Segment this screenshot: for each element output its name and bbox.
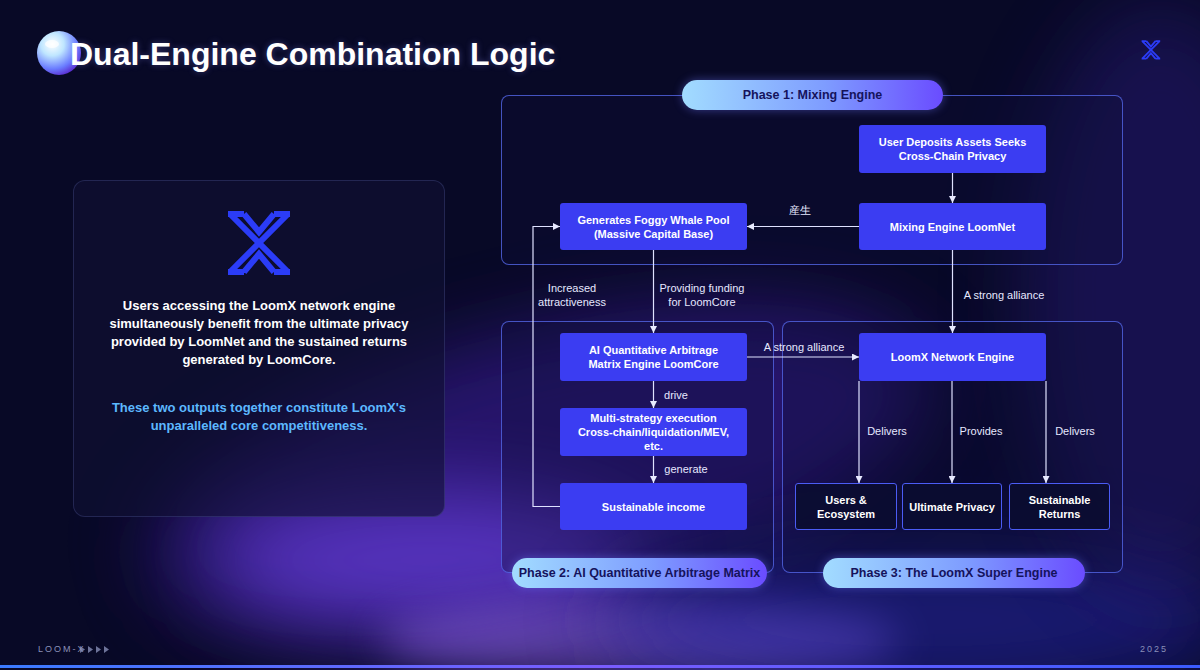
edge-label: A strong alliance <box>954 288 1054 302</box>
connector-arrow <box>858 381 859 483</box>
diagram-title: Dual-Engine Combination Logic <box>70 36 555 73</box>
connector-arrow <box>653 381 654 408</box>
process-box: Multi-strategy execution Cross-chain/liq… <box>560 408 747 456</box>
phase-region: Phase 1: Mixing EngineUser Deposits Asse… <box>501 95 1123 265</box>
process-box: AI Quantitative Arbitrage Matrix Engine … <box>560 333 747 381</box>
process-box: Mixing Engine LoomNet <box>859 203 1046 250</box>
glow <box>380 600 900 670</box>
edge-label: Providing funding for LoomCore <box>652 281 752 309</box>
connector-arrow <box>747 356 859 357</box>
footer-label: 2025 <box>1140 644 1168 654</box>
box-label: Mixing Engine LoomNet <box>890 220 1015 234</box>
connector-arrow <box>653 250 654 333</box>
process-box: Sustainable income <box>560 483 747 530</box>
output-box: Sustainable Returns <box>1009 483 1110 530</box>
sphere-highlight <box>45 40 59 48</box>
box-label: LoomX Network Engine <box>891 350 1014 364</box>
box-label: Multi-strategy execution Cross-chain/liq… <box>572 411 735 453</box>
box-label: Users & Ecosystem <box>802 493 890 521</box>
connector-arrow <box>1045 381 1046 483</box>
process-box: Generates Foggy Whale Pool (Massive Capi… <box>560 203 747 250</box>
phase-heading: Phase 2: AI Quantitative Arbitrage Matri… <box>512 558 767 588</box>
box-label: Ultimate Privacy <box>909 500 995 514</box>
box-label: User Deposits Assets Seeks Cross-Chain P… <box>871 135 1034 163</box>
panel-logo <box>228 214 290 272</box>
footer-label: LOOM-X <box>38 644 86 654</box>
panel-text: These two outputs together constitute Lo… <box>109 399 409 435</box>
connector-arrow <box>952 173 953 203</box>
box-label: Sustainable Returns <box>1016 493 1103 521</box>
process-box: LoomX Network Engine <box>859 333 1046 381</box>
box-label: Sustainable income <box>602 500 705 514</box>
info-panel: Users accessing the LoomX network engine… <box>73 180 445 517</box>
connector-arrow <box>747 226 859 227</box>
process-box: User Deposits Assets Seeks Cross-Chain P… <box>859 125 1046 173</box>
bottom-bar <box>0 665 1200 668</box>
phase-heading: Phase 3: The LoomX Super Engine <box>823 558 1085 588</box>
connector-arrow <box>952 250 953 333</box>
box-label: AI Quantitative Arbitrage Matrix Engine … <box>572 343 735 371</box>
connector-arrow <box>951 381 952 483</box>
connector-arrow <box>533 227 560 507</box>
output-box: Users & Ecosystem <box>795 483 897 530</box>
box-label: Generates Foggy Whale Pool (Massive Capi… <box>572 213 735 241</box>
connector-arrow <box>653 456 654 483</box>
phase-heading: Phase 1: Mixing Engine <box>682 80 943 110</box>
output-box: Ultimate Privacy <box>902 483 1002 530</box>
phase-region: Phase 3: The LoomX Super EngineLoomX Net… <box>782 321 1123 573</box>
edge-label: Increased attractiveness <box>534 281 610 309</box>
panel-text: Users accessing the LoomX network engine… <box>109 297 409 369</box>
corner-logo <box>1142 41 1161 58</box>
phase-region: Phase 2: AI Quantitative Arbitrage Matri… <box>501 321 774 573</box>
